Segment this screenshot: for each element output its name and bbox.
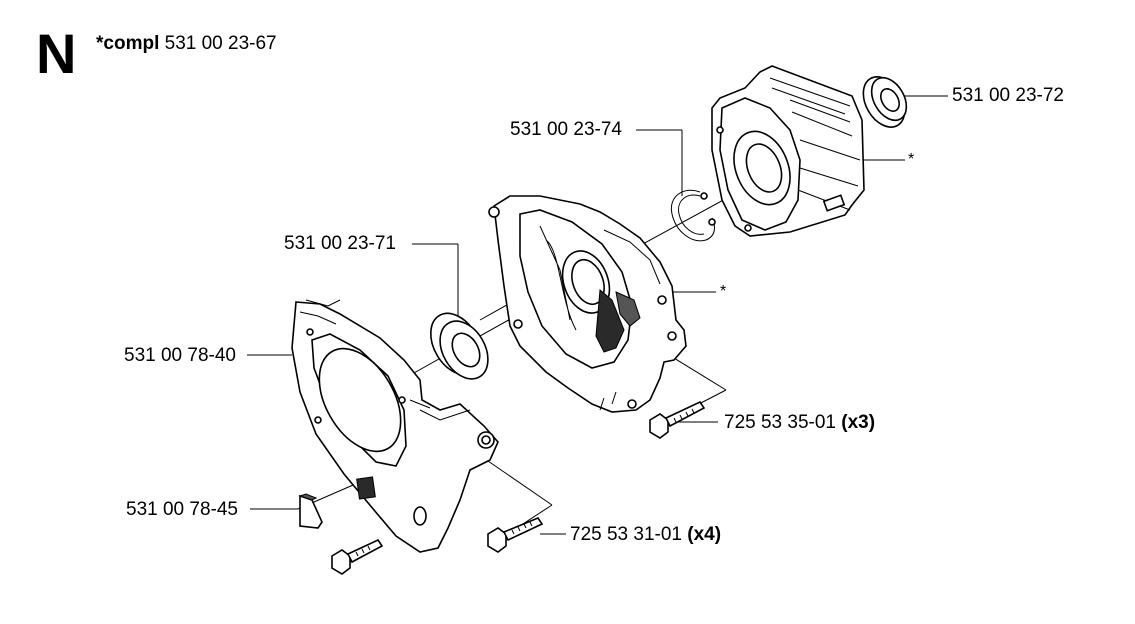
bearing-seal-right[interactable] (855, 70, 914, 135)
part-quantity: (x3) (841, 412, 876, 433)
section-letter: N (36, 22, 77, 85)
part-number: 531 00 23-74 (510, 119, 622, 140)
crankcase-half-right[interactable] (711, 65, 865, 237)
callout-bearing-seal-left[interactable]: 531 00 23-71 (284, 234, 396, 253)
part-number: 725 53 35-01 (724, 412, 836, 433)
callout-circlip[interactable]: 531 00 23-74 (510, 120, 622, 139)
screw-fan-housing[interactable] (487, 517, 544, 553)
circlip[interactable] (670, 189, 716, 242)
asterisk-marker-right: * (908, 151, 915, 168)
part-number: 531 00 23-71 (284, 233, 396, 254)
callout-clip[interactable]: 531 00 78-45 (126, 500, 238, 519)
callout-fan-housing[interactable]: 531 00 78-40 (124, 346, 236, 365)
screw-crankcase[interactable] (649, 400, 706, 439)
complete-assembly-label: *compl 531 00 23-67 (96, 34, 277, 53)
part-number: 531 00 78-40 (124, 345, 236, 366)
part-quantity: (x4) (687, 524, 722, 545)
crankcase-half-left[interactable] (488, 195, 687, 413)
compl-number: 531 00 23-67 (164, 33, 277, 54)
clip[interactable] (298, 493, 323, 529)
compl-prefix: *compl (96, 33, 160, 54)
screw-fan-housing-lower[interactable] (331, 538, 384, 575)
callout-screw-crankcase[interactable]: 725 53 35-01 (x3) (724, 413, 875, 432)
part-number: 531 00 78-45 (126, 499, 238, 520)
part-number: 531 00 23-72 (952, 85, 1064, 106)
callout-screw-fan-housing[interactable]: 725 53 31-01 (x4) (570, 525, 721, 544)
asterisk-marker-center: * (720, 283, 727, 300)
callout-bearing-seal-right[interactable]: 531 00 23-72 (952, 86, 1064, 105)
fan-housing[interactable] (291, 299, 499, 553)
part-number: 725 53 31-01 (570, 524, 682, 545)
bearing-seal-left[interactable] (420, 304, 497, 387)
